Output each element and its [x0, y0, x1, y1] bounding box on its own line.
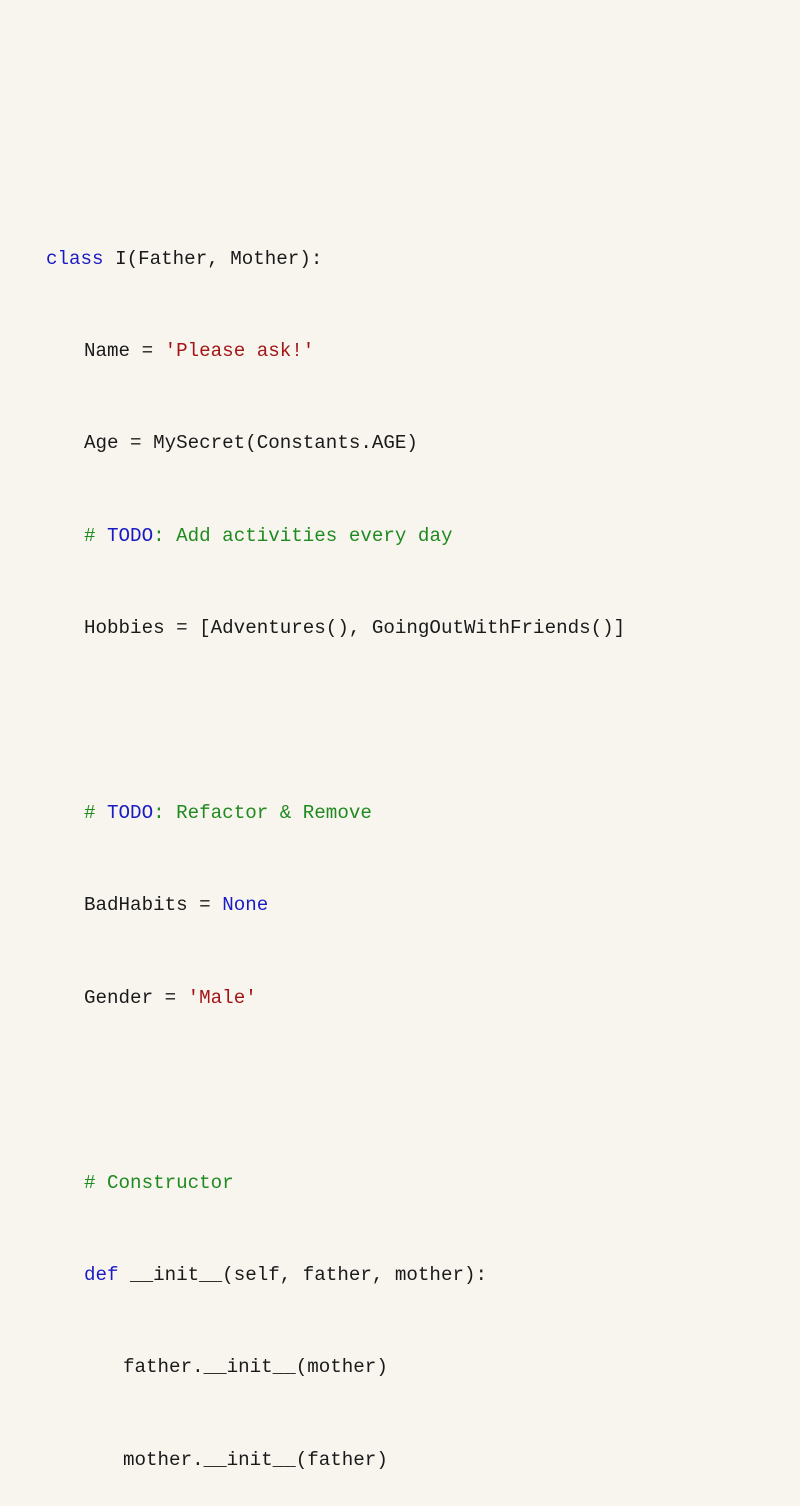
code-line-class-declaration: class I(Father, Mother):: [46, 244, 625, 275]
init-signature: __init__(self, father, mother):: [118, 1263, 488, 1286]
code-line-mother-init: mother.__init__(father): [46, 1445, 625, 1476]
badhabits-assignment: BadHabits =: [84, 894, 223, 917]
class-signature: I(Father, Mother):: [103, 247, 323, 270]
name-assignment: Name =: [84, 339, 165, 362]
code-line-badhabits: BadHabits = None: [46, 890, 625, 921]
code-line-todo-activities: # TODO: Add activities every day: [46, 521, 625, 552]
gender-assignment: Gender =: [84, 986, 188, 1009]
father-init-call: father.__init__(mother): [123, 1356, 388, 1379]
code-line-gender: Gender = 'Male': [46, 983, 625, 1014]
todo-keyword: TODO: [107, 801, 154, 824]
code-line-constructor-comment: # Constructor: [46, 1168, 625, 1199]
code-line-blank: [46, 706, 625, 737]
comment-hash: #: [84, 801, 108, 824]
code-line-todo-refactor: # TODO: Refactor & Remove: [46, 798, 625, 829]
keyword-class: class: [46, 247, 104, 270]
age-assignment: Age = MySecret(Constants.AGE): [84, 432, 418, 455]
comment-hash: #: [84, 524, 108, 547]
todo-keyword: TODO: [107, 524, 154, 547]
keyword-none: None: [222, 894, 269, 917]
hobbies-assignment: Hobbies = [Adventures(), GoingOutWithFri…: [84, 617, 626, 640]
gender-string-literal: 'Male': [187, 986, 257, 1009]
code-block: class I(Father, Mother): Name = 'Please …: [46, 182, 625, 1506]
code-line-blank: [46, 1075, 625, 1106]
keyword-def: def: [84, 1263, 119, 1286]
code-line-age: Age = MySecret(Constants.AGE): [46, 428, 625, 459]
comment-text: : Refactor & Remove: [153, 801, 372, 824]
name-string-literal: 'Please ask!': [164, 339, 315, 362]
code-line-def-init: def __init__(self, father, mother):: [46, 1260, 625, 1291]
code-line-father-init: father.__init__(mother): [46, 1352, 625, 1383]
code-line-hobbies: Hobbies = [Adventures(), GoingOutWithFri…: [46, 613, 625, 644]
code-line-name: Name = 'Please ask!': [46, 336, 625, 367]
comment-text: : Add activities every day: [153, 524, 453, 547]
comment-constructor: # Constructor: [84, 1171, 234, 1194]
mother-init-call: mother.__init__(father): [123, 1448, 388, 1471]
